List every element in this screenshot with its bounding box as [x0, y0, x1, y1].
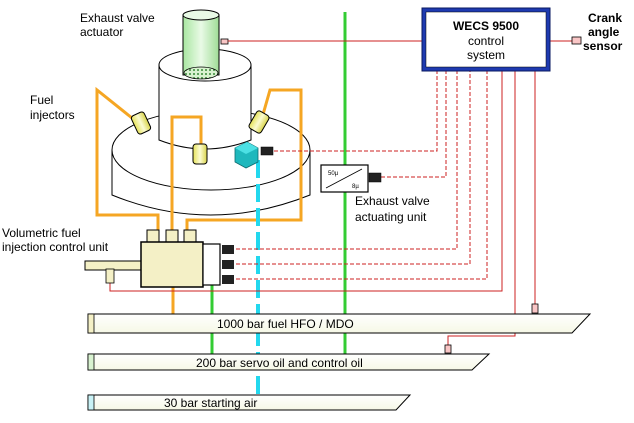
label-line: Crank — [588, 11, 622, 25]
label-line: injection control unit — [2, 240, 109, 254]
signal-lines — [109, 40, 572, 345]
starting-air-rail-label: 30 bar starting air — [164, 396, 257, 410]
actuating-unit-mark: 50µ — [328, 171, 339, 177]
control-system-line: control — [468, 34, 504, 48]
label-line: Volumetric fuel — [2, 226, 81, 240]
volumetric-unit-label: Volumetric fuel injection control unit — [2, 226, 109, 254]
fuel-rail-label: 1000 bar fuel HFO / MDO — [217, 317, 354, 331]
label-line: Exhaust valve — [355, 194, 430, 208]
injection-unit-solenoid-3-icon — [222, 275, 234, 284]
engine-cylinder-cover — [111, 48, 311, 216]
crank-angle-sensor-label: Crank angle sensor — [583, 11, 623, 53]
control-system-title: WECS 9500 — [453, 19, 519, 33]
servo-oil-rail — [87, 344, 491, 371]
starting-air-valve — [234, 141, 274, 169]
fuel-injector-right — [248, 110, 270, 134]
servo-rail-pressure-sensor-icon — [444, 344, 452, 354]
label-line: angle — [588, 25, 620, 39]
fuel-injector-left — [130, 111, 152, 135]
actuator-sensor-icon — [220, 38, 229, 45]
exhaust-valve-actuator — [182, 9, 229, 80]
fuel-rail-pressure-sensor-icon — [531, 303, 539, 314]
actuating-unit-solenoid-icon — [368, 172, 382, 183]
label-line: sensor — [583, 39, 623, 53]
fuel-rail — [87, 303, 592, 334]
actuating-unit-marks: 50µ 8µ — [328, 171, 359, 190]
label-line: injectors — [30, 108, 75, 122]
actuating-unit-label: Exhaust valve actuating unit — [355, 194, 430, 224]
starting-air-valve-solenoid-icon — [260, 146, 274, 156]
injection-unit-solenoid-2-icon — [222, 260, 234, 269]
fuel-lines — [95, 86, 303, 314]
label-line: actuating unit — [355, 210, 427, 224]
exhaust-valve-actuator-label: Exhaust valve actuator — [80, 11, 155, 39]
fuel-injector-center — [192, 143, 208, 165]
crank-angle-sensor-icon — [571, 36, 582, 45]
servo-oil-rail-label: 200 bar servo oil and control oil — [196, 356, 363, 370]
injection-unit-solenoid-1-icon — [222, 245, 234, 254]
starting-air-rail — [87, 394, 412, 411]
exhaust-valve-actuating-unit — [320, 164, 382, 193]
fuel-injectors-label: Fuel injectors — [30, 93, 75, 122]
control-system-line: system — [467, 48, 505, 62]
control-system-text: WECS 9500 control system — [453, 19, 519, 62]
volumetric-injection-unit — [84, 229, 234, 288]
actuating-unit-mark: 8µ — [352, 184, 359, 190]
label-line: Fuel — [30, 93, 53, 107]
label-line: Exhaust valve — [80, 11, 155, 25]
control-system-box — [421, 7, 551, 72]
label-line: actuator — [80, 25, 123, 39]
